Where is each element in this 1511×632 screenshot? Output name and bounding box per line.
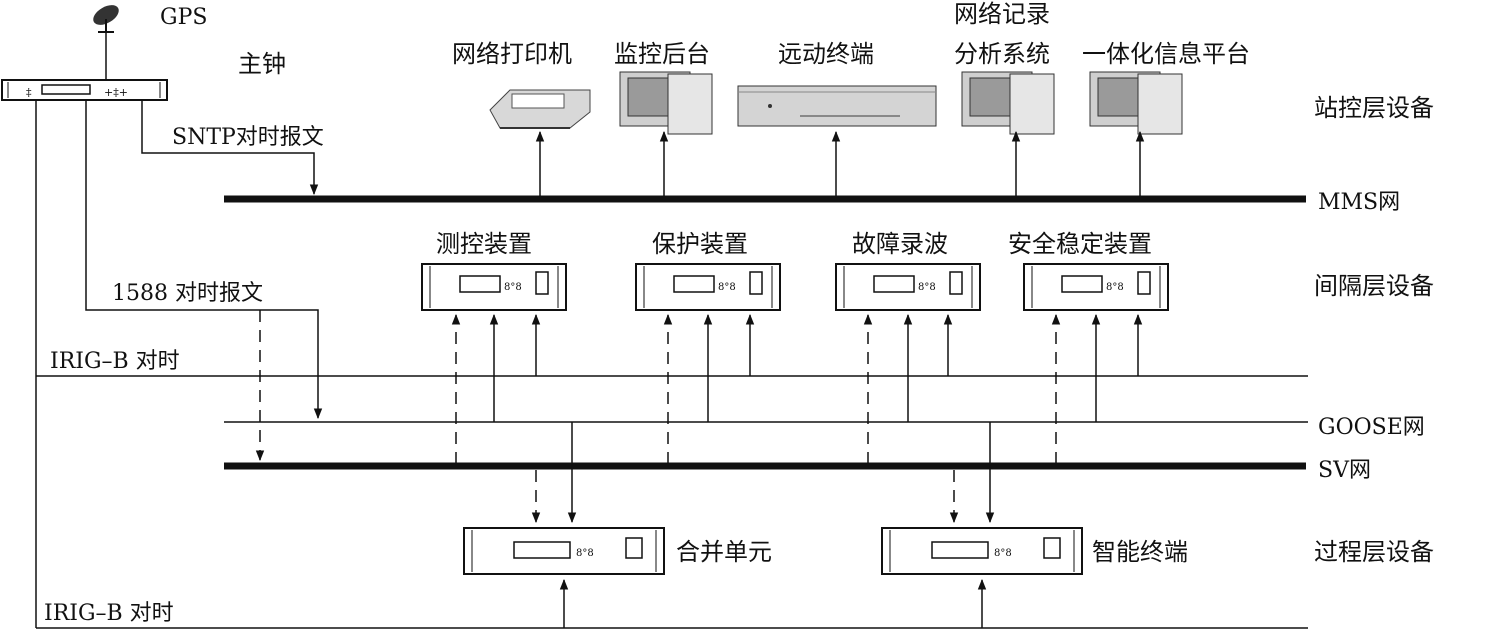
- irig-b-lower-label: IRIG–B 对时: [44, 601, 174, 626]
- network-recorder-pc-icon: [961, 71, 1055, 135]
- bay-device-fault-recorder: 故障录波: [852, 230, 948, 258]
- sntp-label: SNTP对时报文: [172, 125, 324, 150]
- svg-text:8°8: 8°8: [994, 548, 1012, 559]
- integrated-platform-pc-icon: [1089, 71, 1183, 135]
- svg-text:8°8: 8°8: [918, 282, 936, 293]
- telecontrol-terminal-icon: [737, 85, 937, 127]
- mms-uplinks: [535, 130, 1145, 196]
- process-irig-arrows: [559, 578, 987, 628]
- merging-unit-box: 8°8: [463, 527, 665, 575]
- master-clock-device: ‡ +‡+: [1, 79, 168, 101]
- bay-device-box-2: 8°8: [635, 263, 781, 311]
- svg-text:8°8: 8°8: [504, 282, 522, 293]
- bay-device-box-3: 8°8: [835, 263, 981, 311]
- svg-text:8°8: 8°8: [576, 548, 594, 559]
- mms-network-label: MMS网: [1318, 190, 1400, 215]
- bay-layer-label: 间隔层设备: [1314, 272, 1434, 300]
- bay-device-box-4: 8°8: [1023, 263, 1169, 311]
- gps-antenna-icon: [93, 5, 119, 80]
- station-layer-label: 站控层设备: [1314, 94, 1434, 122]
- svg-text:8°8: 8°8: [718, 282, 736, 293]
- monitor-pc-icon: [619, 71, 713, 135]
- bay-irig-arrows: [531, 313, 1143, 376]
- station-device-analysis-system: 分析系统: [954, 40, 1050, 68]
- sntp-link: [141, 100, 319, 196]
- master-clock-label: 主钟: [238, 50, 286, 78]
- svg-text:+‡+: +‡+: [104, 86, 128, 99]
- station-device-info-platform: 一体化信息平台: [1082, 40, 1250, 68]
- station-device-network-printer: 网络打印机: [452, 40, 572, 68]
- network-printer-icon: [489, 89, 591, 129]
- gps-label: GPS: [160, 5, 207, 30]
- smart-terminal-box: 8°8: [881, 527, 1083, 575]
- process-device-smart-terminal: 智能终端: [1092, 538, 1188, 566]
- station-device-telecontrol: 远动终端: [778, 40, 874, 68]
- process-layer-label: 过程层设备: [1314, 538, 1434, 566]
- process-links: [531, 422, 995, 524]
- goose-network-label: GOOSE网: [1318, 415, 1425, 440]
- svg-text:‡: ‡: [26, 86, 32, 99]
- ptp-1588-label: 1588 对时报文: [112, 281, 263, 306]
- bay-sv-arrows: [451, 313, 1061, 464]
- svg-text:8°8: 8°8: [1106, 282, 1124, 293]
- process-device-merging-unit: 合并单元: [676, 538, 772, 566]
- ptp-1588-link: [85, 100, 323, 462]
- bay-device-stability: 安全稳定装置: [1008, 230, 1152, 258]
- bay-device-measure-control: 测控装置: [436, 230, 532, 258]
- bay-device-box-1: 8°8: [421, 263, 567, 311]
- station-device-monitoring: 监控后台: [614, 40, 710, 68]
- bay-device-protection: 保护装置: [652, 230, 748, 258]
- irig-b-upper-label: IRIG–B 对时: [50, 349, 180, 374]
- station-device-network-recorder: 网络记录: [954, 0, 1050, 28]
- sv-network-label: SV网: [1318, 458, 1371, 483]
- bay-goose-arrows: [489, 313, 1101, 422]
